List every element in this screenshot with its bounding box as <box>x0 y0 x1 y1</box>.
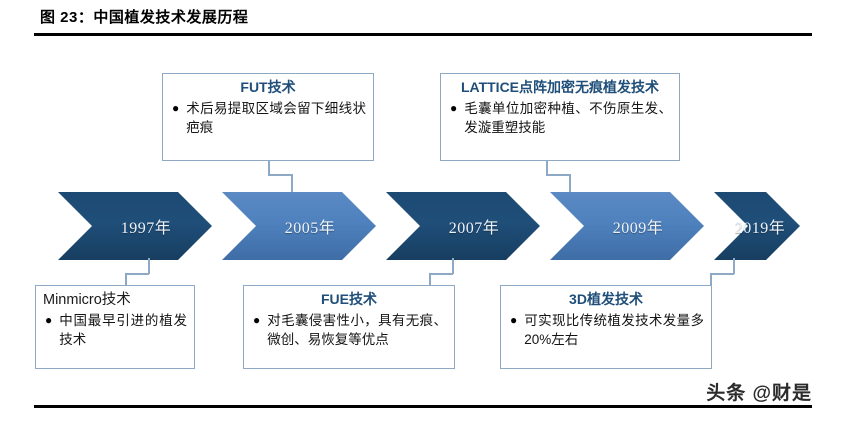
connector-fut-drop <box>291 174 293 194</box>
callout-lattice: LATTICE点阵加密无痕植发技术 ● 毛囊单位加密种植、不伤原生发、发漩重塑技… <box>440 73 680 161</box>
callout-fut-body: ● 术后易提取区域会留下细线状疤痕 <box>170 99 366 137</box>
connector-3d-drop <box>733 258 735 274</box>
callout-lattice-body: ● 毛囊单位加密种植、不伤原生发、发漩重塑技能 <box>448 99 672 137</box>
bullet-icon: ● <box>45 313 53 328</box>
callout-3d-title: 3D植发技术 <box>569 291 643 307</box>
bullet-icon: ● <box>510 312 518 327</box>
callout-minmicro-text: 中国最早引进的植发技术 <box>59 313 187 348</box>
connector-3d-horizontal <box>710 273 734 275</box>
callout-3d-body: ● 可实现比传统植发技术发量多20%左右 <box>508 311 704 349</box>
bullet-icon: ● <box>450 100 458 115</box>
chevron-step-4[interactable] <box>550 192 704 260</box>
callout-lattice-text: 毛囊单位加密种植、不伤原生发、发漩重塑技能 <box>464 100 672 135</box>
chevron-step-1[interactable] <box>58 192 212 260</box>
connector-3d-vertical <box>710 273 712 286</box>
connector-fue-vertical <box>429 273 431 286</box>
connector-lattice-vertical <box>546 161 548 175</box>
callout-3d-text: 可实现比传统植发技术发量多20%左右 <box>524 312 704 347</box>
callout-fue-body: ● 对毛囊侵害性小，具有无痕、微创、易恢复等优点 <box>251 311 447 349</box>
callout-fue: FUE技术 ● 对毛囊侵害性小，具有无痕、微创、易恢复等优点 <box>243 285 455 369</box>
callout-fut-title: FUT技术 <box>240 79 296 95</box>
callout-lattice-title: LATTICE点阵加密无痕植发技术 <box>460 79 660 95</box>
callout-minmicro: Minmicro技术 ● 中国最早引进的植发技术 <box>35 285 195 369</box>
chevron-step-5[interactable] <box>714 192 800 260</box>
callout-fut: FUT技术 ● 术后易提取区域会留下细线状疤痕 <box>162 73 374 161</box>
callout-3d: 3D植发技术 ● 可实现比传统植发技术发量多20%左右 <box>500 285 712 369</box>
page-title: 图 23：中国植发技术发展历程 <box>40 9 249 26</box>
chevron-step-3[interactable] <box>386 192 540 260</box>
connector-lattice-drop <box>569 174 571 194</box>
connector-fut-horizontal <box>268 174 292 176</box>
callout-fue-title: FUE技术 <box>321 291 377 307</box>
footer-divider-rule <box>34 405 812 408</box>
bullet-icon: ● <box>172 100 180 115</box>
callout-fue-text: 对毛囊侵害性小，具有无痕、微创、易恢复等优点 <box>267 312 447 347</box>
timeline-track: 1997年 2005年 2007年 2009年 2019年 <box>0 190 846 262</box>
connector-minmicro-drop <box>148 258 150 274</box>
title-divider-rule <box>34 33 812 36</box>
connector-fut-vertical <box>268 161 270 175</box>
timeline-chevrons-svg <box>58 192 800 260</box>
watermark: 头条 @财是 <box>706 383 812 404</box>
chevron-step-2[interactable] <box>222 192 376 260</box>
connector-minmicro-horizontal <box>125 273 149 275</box>
callout-fut-text: 术后易提取区域会留下细线状疤痕 <box>186 100 366 135</box>
connector-minmicro-vertical <box>125 273 127 286</box>
connector-lattice-horizontal <box>546 174 570 176</box>
callout-minmicro-title: Minmicro技术 <box>43 292 131 308</box>
connector-fue-horizontal <box>429 273 453 275</box>
connector-fue-drop <box>452 258 454 274</box>
bullet-icon: ● <box>253 312 261 327</box>
callout-minmicro-body: ● 中国最早引进的植发技术 <box>43 311 187 349</box>
